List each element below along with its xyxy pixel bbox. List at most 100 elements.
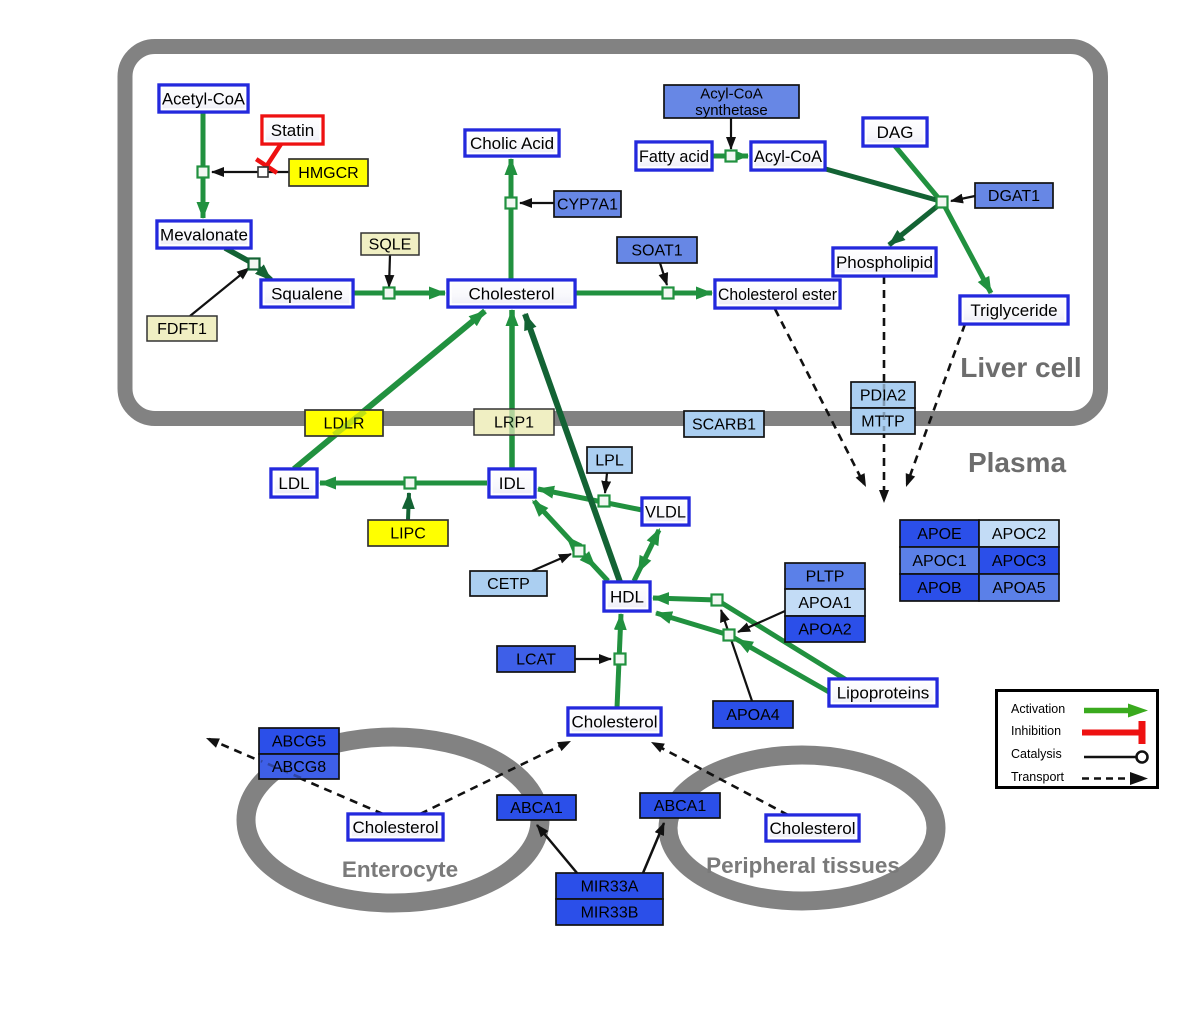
- node-acyl-coa: Acyl-CoA: [749, 140, 827, 172]
- node-label-mir33a: MIR33A: [581, 879, 639, 896]
- liver-cell-membrane: [117, 39, 1108, 426]
- edge-fdft1-catalysis: [189, 267, 250, 317]
- node-mir33b: MIR33B: [555, 898, 664, 926]
- legend-row-inhibition: Inhibition: [998, 721, 1156, 744]
- node-label-idl: IDL: [499, 474, 525, 493]
- node-acetyl-coa: Acetyl-CoA: [157, 83, 250, 114]
- node-apob: APOB: [899, 573, 980, 602]
- node-label-vldl: VLDL: [645, 502, 686, 521]
- node-apoa2: APOA2: [784, 615, 866, 643]
- edge-lpl-catalysis: [601, 472, 612, 494]
- node-label-cholesterol-liver: Cholesterol: [469, 284, 555, 303]
- node-squalene: Squalene: [259, 278, 355, 309]
- edge-triglyceride-plasma: [905, 323, 967, 485]
- node-apoa5: APOA5: [978, 573, 1060, 602]
- enterocyte-label: Enterocyte: [342, 857, 458, 882]
- node-label-hmgcr: HMGCR: [298, 165, 358, 182]
- node-label-soat1: SOAT1: [631, 243, 682, 260]
- legend-label-inhibition: Inhibition: [1011, 724, 1062, 738]
- node-label-cholesterol-central: Cholesterol: [572, 712, 658, 731]
- node-label-pltp: PLTP: [806, 569, 845, 586]
- node-cholic-acid: Cholic Acid: [463, 128, 561, 158]
- node-label-ldlr: LDLR: [324, 416, 365, 433]
- node-cyp7a1: CYP7A1: [553, 190, 622, 218]
- node-label-mevalonate: Mevalonate: [160, 225, 248, 244]
- node-abca1-enterocyte: ABCA1: [496, 794, 577, 821]
- edge-hdl-cholesterol-liver: [522, 312, 623, 584]
- edge-dag-junction: [893, 144, 942, 202]
- node-hdl: HDL: [602, 580, 652, 613]
- node-label-apoc1: APOC1: [912, 553, 966, 570]
- edge-mir33-abca1-left: [536, 824, 578, 874]
- catalysis-circle-icon: [1084, 750, 1149, 764]
- node-label-acetyl-coa: Acetyl-CoA: [162, 89, 246, 108]
- node-soat1: SOAT1: [616, 236, 698, 264]
- node-label-apob: APOB: [917, 580, 961, 597]
- node-label-lrp1: LRP1: [494, 415, 534, 432]
- edge-apoa4-catalysis: [719, 609, 754, 702]
- node-lpl: LPL: [586, 446, 633, 474]
- node-cholesterol-enterocyte: Cholesterol: [346, 812, 445, 842]
- node-label-apoe: APOE: [917, 526, 961, 543]
- node-vldl: VLDL: [640, 496, 691, 527]
- node-label-apoa5: APOA5: [992, 580, 1045, 597]
- edge-cholesterolester-plasma: [773, 308, 866, 485]
- node-label-phospholipid: Phospholipid: [836, 253, 933, 272]
- legend-label-transport: Transport: [1011, 770, 1065, 784]
- edge-ldl-cholesterol: [292, 308, 487, 472]
- node-lipc: LIPC: [367, 519, 449, 547]
- node-label-fatty-acid: Fatty acid: [639, 147, 709, 166]
- node-label-cholesterol-ester: Cholesterol ester: [718, 285, 837, 304]
- node-scarb1: SCARB1: [683, 410, 765, 438]
- transport-dashed-arrow-icon: [1082, 772, 1148, 785]
- node-apoc1: APOC1: [899, 546, 980, 575]
- node-lcat: LCAT: [496, 645, 576, 673]
- edge-apoa1-stack-catalysis: [737, 609, 786, 634]
- node-hmgcr: HMGCR: [288, 158, 369, 187]
- node-label-apoa1: APOA1: [798, 595, 851, 612]
- node-label-sqle: SQLE: [369, 237, 412, 254]
- node-abcg5: ABCG5: [258, 727, 340, 755]
- node-apoc2: APOC2: [978, 519, 1060, 548]
- node-cholesterol-liver: Cholesterol: [446, 278, 577, 309]
- legend-label-activation: Activation: [1011, 702, 1066, 716]
- edge-junction-triglyceride: [941, 203, 994, 295]
- node-label-cholesterol-peripheral: Cholesterol: [770, 819, 856, 838]
- edge-cetp-catalysis: [531, 552, 572, 573]
- node-label-apoa4: APOA4: [726, 707, 779, 724]
- node-label-fdft1: FDFT1: [157, 321, 207, 338]
- node-pdia2: PDIA2: [850, 381, 916, 409]
- node-label-lipc: LIPC: [390, 526, 426, 543]
- legend-row-activation: Activation: [998, 699, 1156, 722]
- node-mir33a: MIR33A: [555, 872, 664, 900]
- node-label-dgat1: DGAT1: [988, 188, 1040, 205]
- node-label-pdia2: PDIA2: [860, 388, 906, 405]
- node-cholesterol-central: Cholesterol: [566, 706, 663, 737]
- node-lrp1: LRP1: [473, 408, 555, 436]
- node-fatty-acid: Fatty acid: [634, 140, 714, 172]
- node-ldlr: LDLR: [304, 409, 384, 437]
- node-abcg8: ABCG8: [258, 753, 340, 780]
- node-cholesterol-ester: Cholesterol ester: [713, 278, 842, 310]
- node-label-apoa2: APOA2: [798, 622, 851, 639]
- node-label-scarb1: SCARB1: [692, 417, 756, 434]
- node-label-cetp: CETP: [487, 576, 530, 593]
- transport-arrowheads: [206, 473, 916, 753]
- node-ldl: LDL: [269, 467, 319, 499]
- edge-sqle-catalysis: [384, 254, 395, 288]
- node-apoa1: APOA1: [784, 588, 866, 617]
- node-phospholipid: Phospholipid: [831, 246, 938, 278]
- activation-arrow-icon: [1084, 703, 1148, 718]
- node-apoc3: APOC3: [978, 546, 1060, 575]
- edge-mir33-abca1-right: [641, 822, 666, 874]
- node-label-abcg8: ABCG8: [272, 759, 326, 776]
- inhibition-target-square: [257, 166, 269, 178]
- node-mttp: MTTP: [850, 407, 916, 435]
- node-label-abcg5: ABCG5: [272, 734, 326, 751]
- node-label-abca1-peripheral: ABCA1: [654, 798, 707, 815]
- node-label-lpl: LPL: [595, 453, 624, 470]
- node-label-mir33b: MIR33B: [581, 905, 639, 922]
- node-label-dag: DAG: [877, 123, 914, 142]
